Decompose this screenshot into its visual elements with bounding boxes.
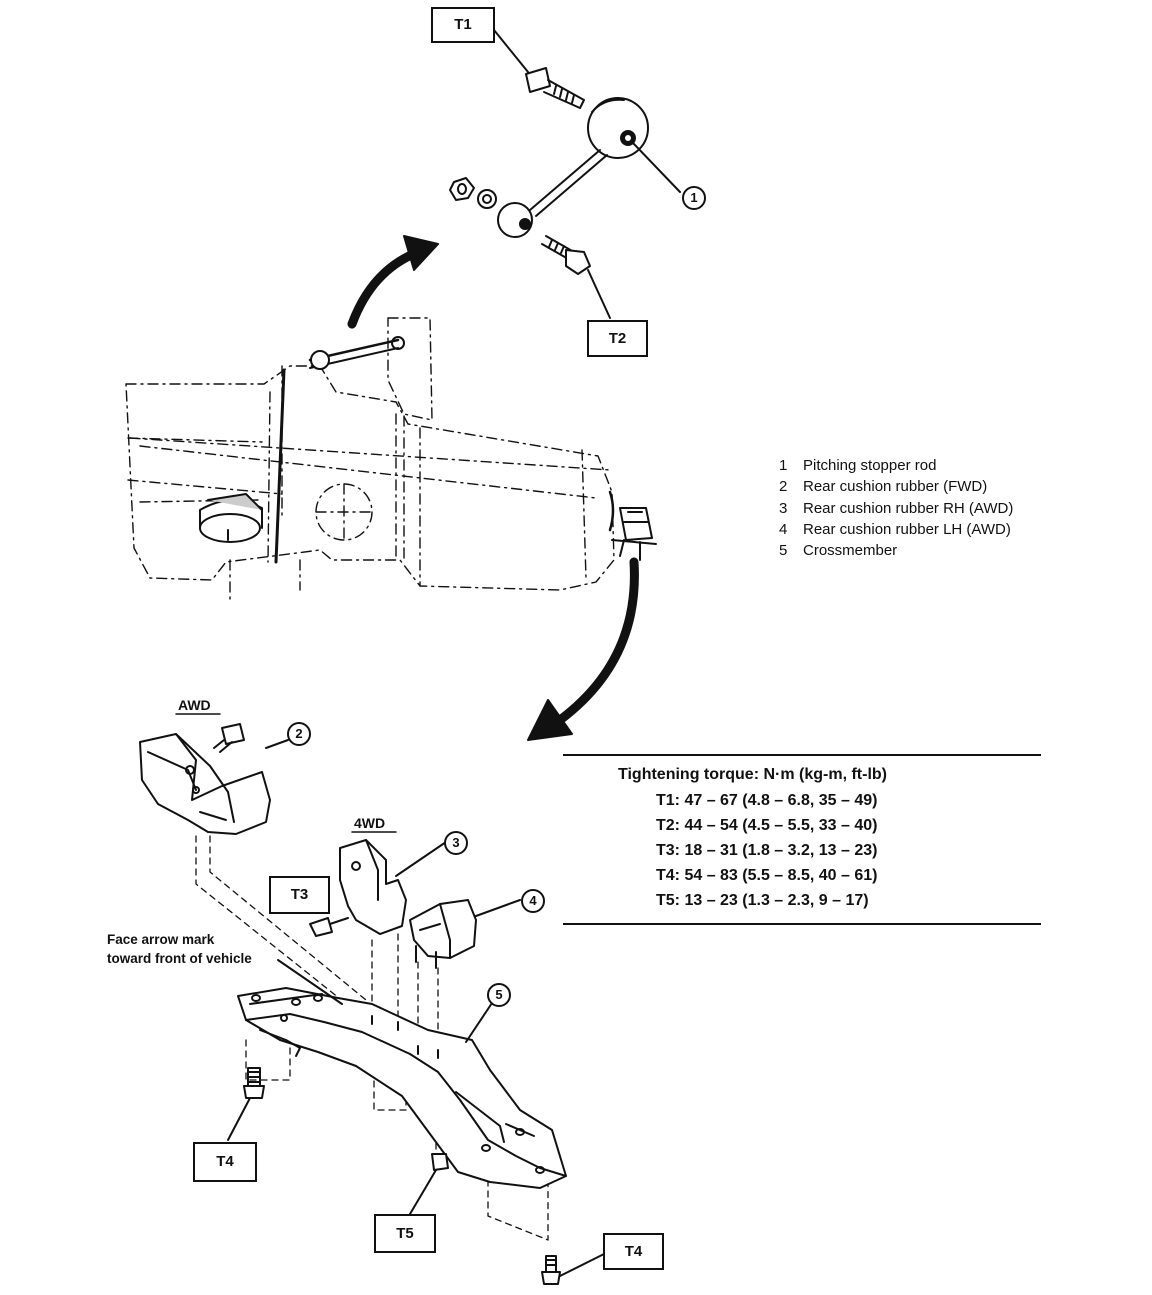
legend-item-number: 4 (779, 520, 788, 538)
legend-item-text: Rear cushion rubber LH (AWD) (803, 520, 1011, 538)
part-number-circle-4: 4 (521, 889, 545, 913)
torque-row: T2: 44 – 54 (4.5 – 5.5, 33 – 40) (656, 817, 878, 834)
legend-item: 4 Rear cushion rubber LH (AWD) (779, 519, 1013, 540)
torque-box-t1: T1 (431, 7, 495, 43)
leader-line-t2 (587, 269, 611, 319)
legend-item-text: Rear cushion rubber RH (AWD) (803, 499, 1014, 517)
leader-line-5 (465, 999, 495, 1043)
engine-mount-details (199, 336, 657, 564)
part-number-circle-5: 5 (487, 983, 511, 1007)
face-arrow-label-line2: toward front of vehicle (107, 951, 252, 966)
legend-item: 5 Crossmember (779, 540, 1013, 561)
transmission-outline (125, 317, 615, 601)
stopper-rod-icon (529, 149, 608, 217)
torque-table-heading: Tightening torque: N·m (kg-m, ft-lb) (618, 766, 887, 783)
torque-box-t3: T3 (269, 876, 330, 914)
nut-t5-icon (431, 1153, 449, 1171)
awd-label: AWD (178, 697, 211, 713)
washer-icon (477, 189, 497, 209)
bolt-t1-icon (525, 67, 585, 109)
legend-item-text: Crossmember (803, 542, 898, 560)
face-arrow-label-line1: Face arrow mark (107, 932, 215, 947)
leader-line-face-arrow (277, 959, 343, 1005)
legend-item-number: 3 (779, 499, 788, 517)
rear-cushion-rubber-lh-icon (409, 899, 477, 969)
leader-line-t4-right (559, 1253, 605, 1277)
leader-line-2 (265, 739, 289, 749)
torque-box-t4-left: T4 (193, 1142, 257, 1182)
leader-line-t4-left (227, 1097, 251, 1141)
leader-line-t1 (493, 29, 529, 73)
part-number-circle-2: 2 (287, 722, 311, 746)
crossmember-icon (237, 987, 567, 1189)
bolt-t4-right-icon (541, 1255, 561, 1285)
leader-line-3 (395, 841, 447, 877)
nut-icon (449, 177, 475, 201)
torque-box-t4-right: T4 (603, 1233, 664, 1270)
legend-item: 1 Pitching stopper rod (779, 455, 1013, 476)
legend-item-number: 2 (779, 478, 788, 496)
pitching-stopper-rod-assembly (449, 29, 681, 319)
legend-item: 3 Rear cushion rubber RH (AWD) (779, 498, 1013, 519)
legend-item-number: 5 (779, 542, 788, 560)
fourwd-label: 4WD (354, 815, 386, 831)
bolt-t2-icon (541, 235, 591, 275)
torque-box-t2: T2 (587, 320, 648, 357)
curved-arrow-down-icon (527, 557, 639, 741)
part-number-circle-3: 3 (444, 831, 468, 855)
rear-cushion-rubber-rh-icon (309, 839, 407, 937)
rear-cushion-rubber-fwd-icon (139, 723, 271, 835)
legend-item-text: Rear cushion rubber (FWD) (803, 478, 988, 496)
part-number-circle-1: 1 (682, 186, 706, 210)
legend-item-number: 1 (779, 457, 788, 474)
torque-row: T5: 13 – 23 (1.3 – 2.3, 9 – 17) (656, 892, 869, 909)
curved-arrow-up-icon (347, 235, 439, 329)
torque-box-t5: T5 (374, 1214, 436, 1253)
legend-item: 2 Rear cushion rubber (FWD) (779, 476, 1013, 497)
face-arrow-label: Face arrow mark toward front of vehicle (107, 930, 252, 968)
legend-item-text: Pitching stopper rod (803, 457, 937, 474)
leader-line-4 (475, 899, 521, 917)
torque-row: T4: 54 – 83 (5.5 – 8.5, 40 – 61) (656, 867, 878, 884)
torque-row: T3: 18 – 31 (1.8 – 3.2, 13 – 23) (656, 842, 878, 859)
torque-table-bottom-rule (563, 923, 1041, 925)
torque-table-top-rule (563, 754, 1041, 756)
stopper-cushion-small-icon (497, 202, 533, 238)
leader-line-1 (633, 143, 681, 193)
leader-line-t5 (409, 1169, 437, 1215)
stopper-cushion-large-icon (587, 97, 649, 159)
bolt-t4-left-icon (243, 1067, 265, 1099)
torque-row: T1: 47 – 67 (4.8 – 6.8, 35 – 49) (656, 792, 878, 809)
